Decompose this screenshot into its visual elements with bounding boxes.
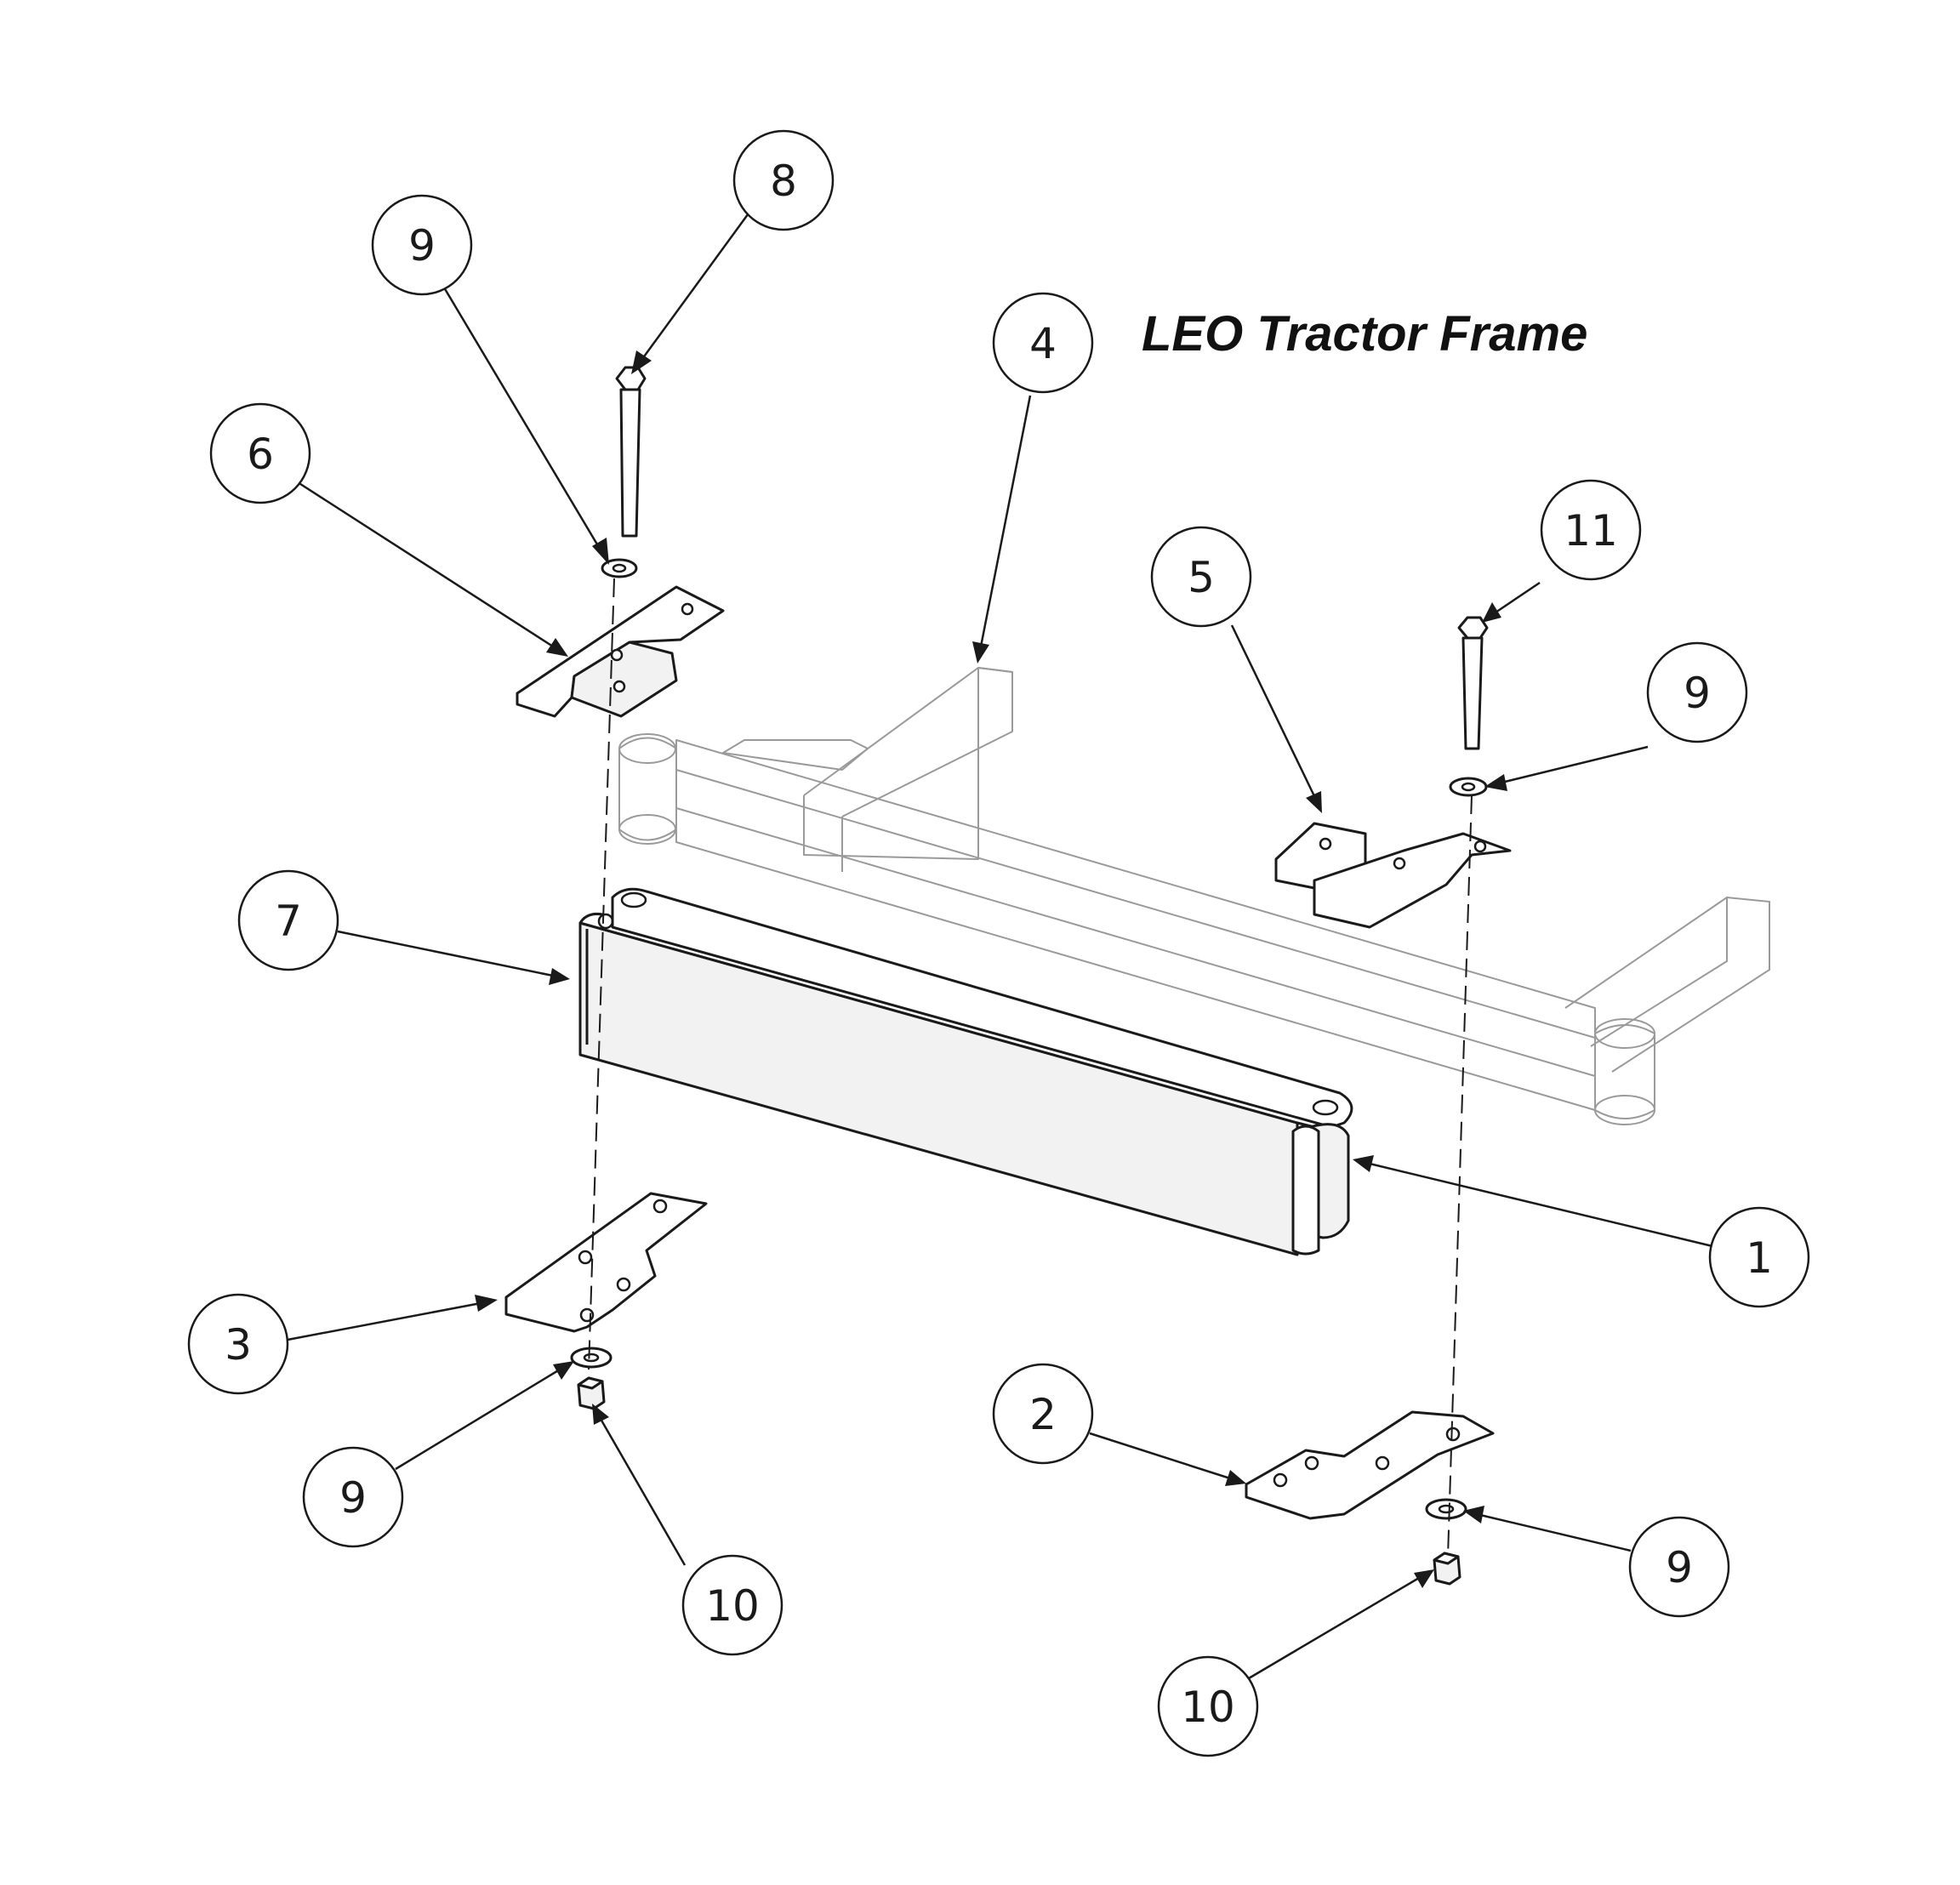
plate-part-2 [1245, 1410, 1495, 1520]
svg-text:2: 2 [1029, 1390, 1057, 1439]
balloon-8: 8 [732, 129, 835, 231]
svg-text:9: 9 [339, 1473, 367, 1523]
svg-text:9: 9 [1666, 1543, 1693, 1592]
centerline-left [588, 578, 615, 1370]
svg-text:7: 7 [275, 897, 302, 946]
nut-lower-right [1433, 1552, 1461, 1586]
svg-text:3: 3 [225, 1320, 252, 1370]
washer-lower-right [1425, 1498, 1467, 1520]
balloon-5: 5 [1150, 526, 1252, 628]
svg-text:5: 5 [1188, 553, 1215, 602]
leader-lines [287, 210, 1713, 1680]
diagram-title: LEO Tractor Frame [1142, 306, 1587, 362]
svg-text:9: 9 [1684, 669, 1711, 718]
tractor-frame-part-4 [618, 667, 1770, 1125]
bracket-part-6 [516, 585, 725, 718]
washer-lower-left [570, 1347, 612, 1369]
balloon-9-upper-left: 9 [371, 194, 473, 296]
balloon-11: 11 [1540, 479, 1642, 581]
balloon-9-upper-right: 9 [1646, 641, 1748, 743]
balloon-7: 7 [237, 869, 339, 971]
balloon-9-lower-left: 9 [302, 1446, 404, 1548]
nut-lower-left [577, 1376, 606, 1410]
balloon-10-right: 10 [1157, 1655, 1259, 1757]
balloon-4: 4 [992, 292, 1094, 394]
balloon-6: 6 [209, 402, 311, 504]
bar-part-1 [611, 887, 1353, 1256]
washer-upper-right [1449, 777, 1488, 797]
balloon-3: 3 [187, 1293, 289, 1395]
balloon-2: 2 [992, 1363, 1094, 1465]
bolt-part-11 [1457, 616, 1489, 750]
svg-text:1: 1 [1746, 1233, 1773, 1283]
balloon-9-lower-right: 9 [1628, 1516, 1730, 1618]
balloon-10-left: 10 [681, 1554, 783, 1656]
svg-text:10: 10 [705, 1581, 760, 1631]
svg-text:10: 10 [1181, 1683, 1235, 1732]
svg-text:6: 6 [247, 430, 274, 479]
balloon-1: 1 [1708, 1206, 1810, 1308]
bracket-part-5 [1274, 822, 1512, 929]
svg-text:9: 9 [408, 221, 436, 271]
plate-part-3 [504, 1192, 708, 1333]
svg-text:11: 11 [1564, 506, 1618, 555]
washer-upper-left [601, 558, 638, 578]
centerline-right [1447, 794, 1473, 1558]
bolt-part-8 [615, 366, 647, 538]
svg-text:4: 4 [1029, 319, 1057, 368]
svg-text:8: 8 [770, 157, 797, 206]
